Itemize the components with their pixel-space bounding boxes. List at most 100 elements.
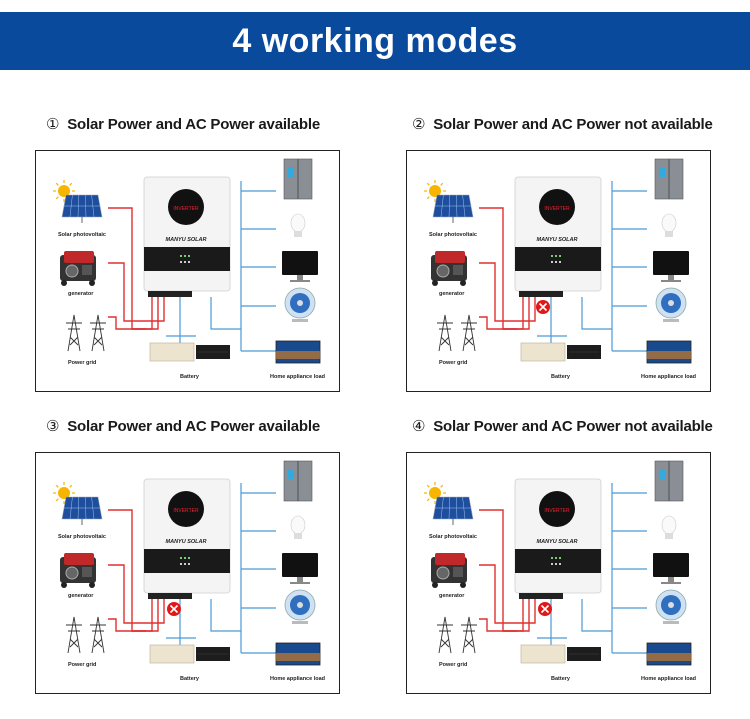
inverter-screen-text: INVERTER [173,206,199,212]
inverter-screen-text: INVERTER [544,508,570,514]
mode-4-title: ④ Solar Power and AC Power not available [412,417,713,435]
generator-icon [431,553,467,588]
battery-label: Battery [551,676,571,682]
battery-label: Battery [180,374,200,380]
generator-label: generator [68,291,94,297]
mode-2-label: Solar Power and AC Power not available [433,116,713,133]
battery-label: Battery [551,374,571,380]
battery-icon [149,342,230,362]
inverter-icon: INVERTER MANYU SOLAR [514,478,602,599]
generator-label: generator [439,593,465,599]
bulb-icon [290,213,306,237]
brand-label: MANYU SOLAR [537,237,578,243]
mode-4-label: Solar Power and AC Power not available [433,418,713,435]
grid-label: Power grid [68,662,96,668]
load-wiring [166,181,276,352]
power-grid-icon [437,314,477,352]
monitor-icon [653,251,689,282]
load-wiring [537,483,647,654]
load-label: Home appliance load [641,676,696,682]
power-grid-icon [66,314,106,352]
solar-panel-icon [61,194,103,223]
fridge-icon [283,158,313,200]
inverter-icon: INVERTER MANYU SOLAR [143,478,231,599]
mode-1-label: Solar Power and AC Power available [67,116,320,133]
tv-icon [275,642,321,666]
solar-panel-icon [432,194,474,223]
page-title: 4 working modes [232,21,518,60]
source-wiring [479,509,536,632]
mode-1-number: ① [46,115,60,133]
grid-label: Power grid [68,360,96,366]
generator-icon [431,251,467,286]
generator-label: generator [439,291,465,297]
grid-label: Power grid [439,360,467,366]
bulb-icon [290,515,306,539]
generator-icon [60,553,96,588]
load-label: Home appliance load [641,374,696,380]
solar-label: Solar photovoltaic [429,534,477,540]
disconnect-icon [538,602,552,616]
load-label: Home appliance load [270,676,325,682]
brand-label: MANYU SOLAR [166,539,207,545]
tv-icon [275,340,321,364]
battery-icon [520,342,601,362]
fridge-icon [654,460,684,502]
battery-icon [149,644,230,664]
fan-icon [284,287,316,322]
load-label: Home appliance load [270,374,325,380]
fan-icon [655,589,687,624]
power-grid-icon [66,616,106,654]
source-wiring [108,509,165,632]
sun-icon [53,482,75,504]
tv-icon [646,642,692,666]
generator-icon [60,251,96,286]
fridge-icon [283,460,313,502]
solar-panel-icon [61,496,103,525]
solar-panel-icon [432,496,474,525]
sun-icon [424,482,446,504]
source-wiring [108,207,165,330]
generator-label: generator [68,593,94,599]
source-wiring [479,207,536,330]
solar-label: Solar photovoltaic [58,534,106,540]
bulb-icon [661,515,677,539]
brand-label: MANYU SOLAR [166,237,207,243]
monitor-icon [282,251,318,282]
fridge-icon [654,158,684,200]
disconnect-icon [167,602,181,616]
mode-3-label: Solar Power and AC Power available [67,418,320,435]
power-grid-icon [437,616,477,654]
disconnect-icon [536,300,550,314]
battery-label: Battery [180,676,200,682]
mode-4-number: ④ [412,417,426,435]
sun-icon [424,180,446,202]
inverter-screen-text: INVERTER [544,206,570,212]
bulb-icon [661,213,677,237]
battery-icon [520,644,601,664]
inverter-icon: INVERTER MANYU SOLAR [514,176,602,297]
fan-icon [284,589,316,624]
monitor-icon [653,553,689,584]
mode-2-number: ② [412,115,426,133]
inverter-screen-text: INVERTER [173,508,199,514]
load-wiring [537,181,647,352]
inverter-icon: INVERTER MANYU SOLAR [143,176,231,297]
brand-label: MANYU SOLAR [537,539,578,545]
mode-1-title: ① Solar Power and AC Power available [46,115,320,133]
solar-label: Solar photovoltaic [58,232,106,238]
solar-label: Solar photovoltaic [429,232,477,238]
fan-icon [655,287,687,322]
mode-2-title: ② Solar Power and AC Power not available [412,115,713,133]
header-banner: 4 working modes [0,12,750,70]
grid-label: Power grid [439,662,467,668]
